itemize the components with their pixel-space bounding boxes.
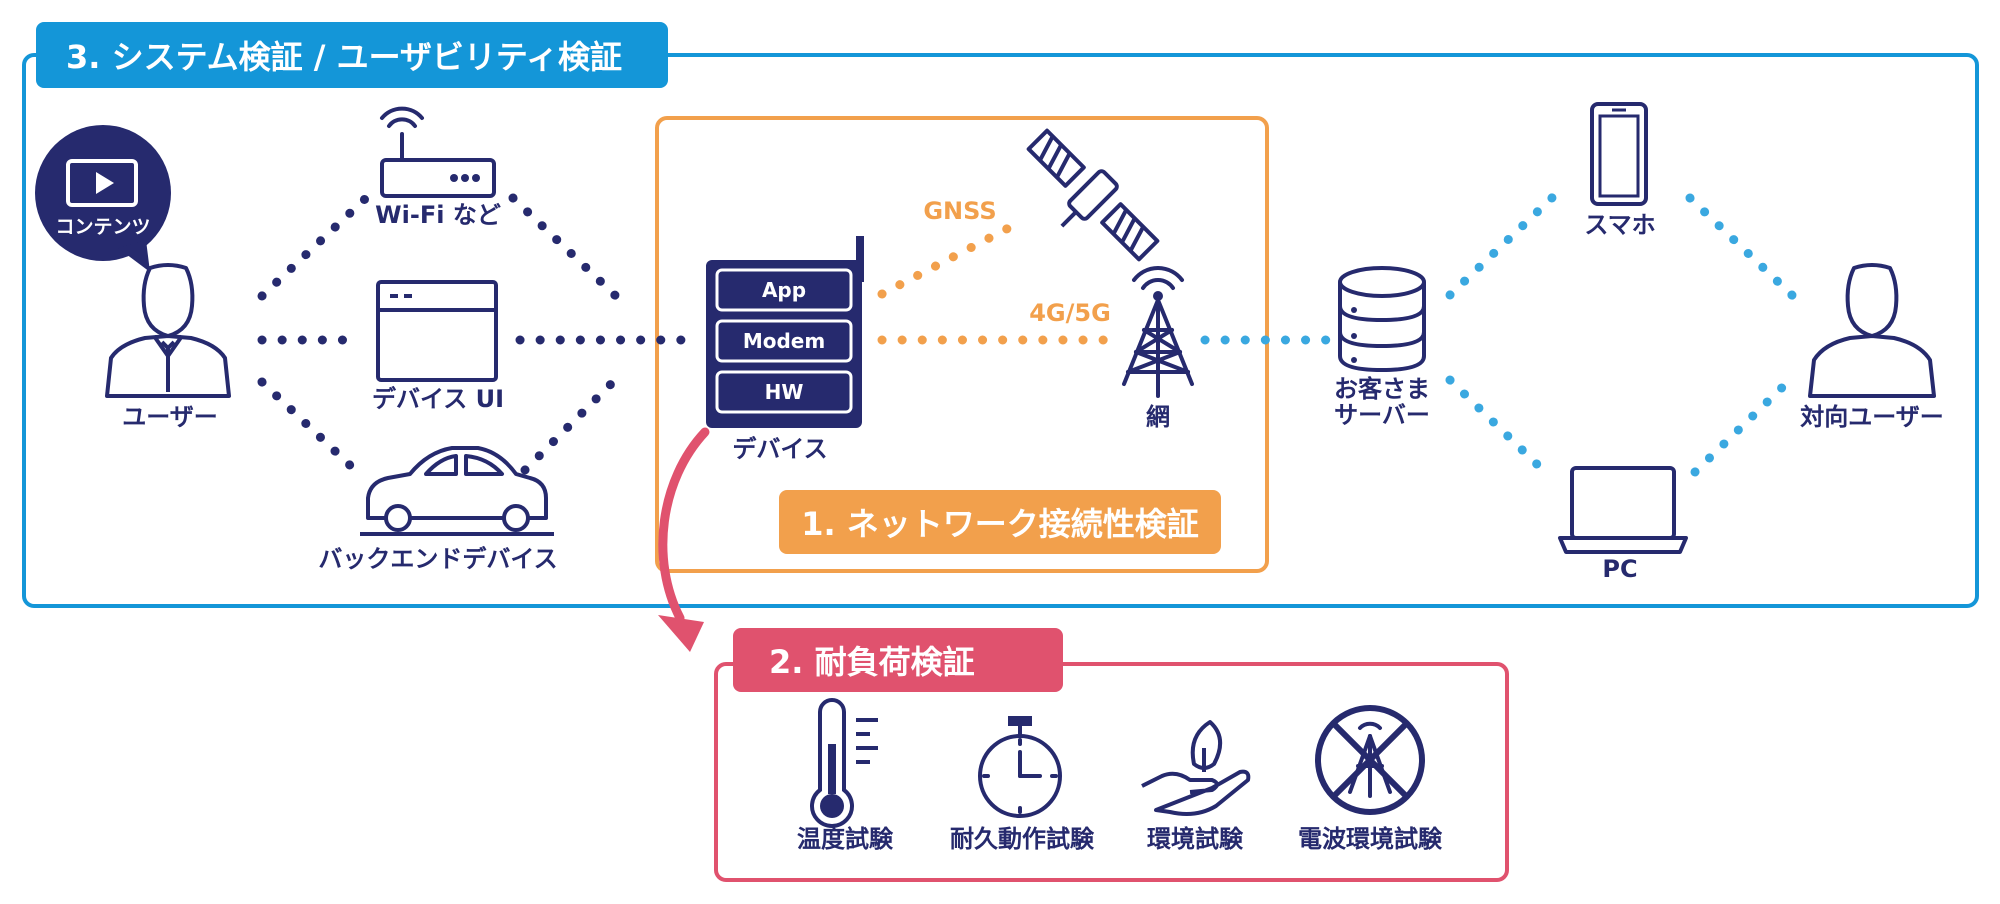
- device-label: デバイス: [732, 435, 828, 463]
- network-test-tag: 1. ネットワーク接続性検証: [779, 490, 1221, 554]
- hand-leaf-icon: [1141, 720, 1251, 816]
- remote-user-icon: [1808, 263, 1936, 398]
- device-ui-window-icon: [376, 280, 498, 382]
- network-connections: [877, 217, 1115, 345]
- no-signal-tower-icon: [1315, 705, 1425, 815]
- stack-app-label: App: [761, 278, 807, 302]
- load-test-label-durability: 耐久動作試験: [950, 825, 1094, 853]
- system-test-tag: 3. システム検証 / ユーザビリティ検証: [36, 22, 668, 88]
- load-test-label-radio: 電波環境試験: [1298, 825, 1442, 853]
- customer-server-line2: サーバー: [1334, 401, 1430, 430]
- link-wifi-device: [508, 193, 625, 305]
- stack-hw: [715, 370, 853, 414]
- link-server-phone: [1445, 190, 1560, 300]
- backend-device-label: バックエンドデバイス: [318, 545, 558, 573]
- user-connections: [257, 193, 695, 475]
- link-user-wifi: [257, 193, 371, 301]
- stack-modem-label: Modem: [742, 329, 826, 353]
- server-connections: [1200, 190, 1800, 477]
- database-server-icon: [1338, 266, 1426, 373]
- load-test-arrow: [658, 427, 710, 623]
- wifi-label: Wi-Fi など: [375, 201, 501, 229]
- user-label: ユーザー: [122, 403, 218, 431]
- load-test-tag: 2. 耐負荷検証: [733, 628, 1063, 692]
- link-pc-remote: [1690, 370, 1800, 477]
- customer-server-label: お客さま サーバー: [1334, 376, 1430, 429]
- network-test-frame: [655, 116, 1269, 573]
- stopwatch-icon: [978, 716, 1062, 818]
- gnss-label: GNSS: [923, 197, 997, 225]
- content-bubble-icon: [35, 125, 171, 272]
- load-test-arrowhead: [658, 615, 704, 652]
- customer-server-line1: お客さま: [1334, 375, 1430, 403]
- load-test-label-temperature: 温度試験: [797, 825, 893, 853]
- pc-label: PC: [1602, 555, 1638, 583]
- satellite-icon: [1026, 128, 1160, 262]
- wifi-router-icon: [380, 106, 496, 198]
- load-test-label-environment: 環境試験: [1147, 825, 1243, 853]
- device-ui-label: デバイス UI: [371, 385, 505, 413]
- laptop-icon: [1558, 466, 1688, 554]
- link-user-backend: [257, 377, 360, 475]
- device-icon: [706, 236, 864, 428]
- user-icon: [105, 263, 231, 398]
- content-label: コンテンツ: [55, 216, 151, 238]
- system-test-frame: [22, 53, 1979, 608]
- link-phone-remote: [1685, 193, 1800, 303]
- link-device-gnss: [877, 217, 1025, 299]
- remote-user-label: 対向ユーザー: [1800, 403, 1944, 431]
- network-label: 網: [1146, 403, 1170, 431]
- load-test-frame: [714, 662, 1509, 882]
- smartphone-label: スマホ: [1584, 211, 1656, 239]
- cell-tower-icon: [1122, 266, 1194, 398]
- stack-hw-label: HW: [764, 380, 804, 404]
- stack-modem: [715, 319, 853, 363]
- stack-app: [715, 268, 853, 312]
- car-icon: [360, 446, 554, 536]
- cellular-label: 4G/5G: [1029, 299, 1111, 327]
- link-backend-device: [520, 370, 625, 475]
- link-server-pc: [1445, 375, 1550, 477]
- thermometer-icon: [810, 698, 878, 828]
- smartphone-icon: [1590, 102, 1648, 206]
